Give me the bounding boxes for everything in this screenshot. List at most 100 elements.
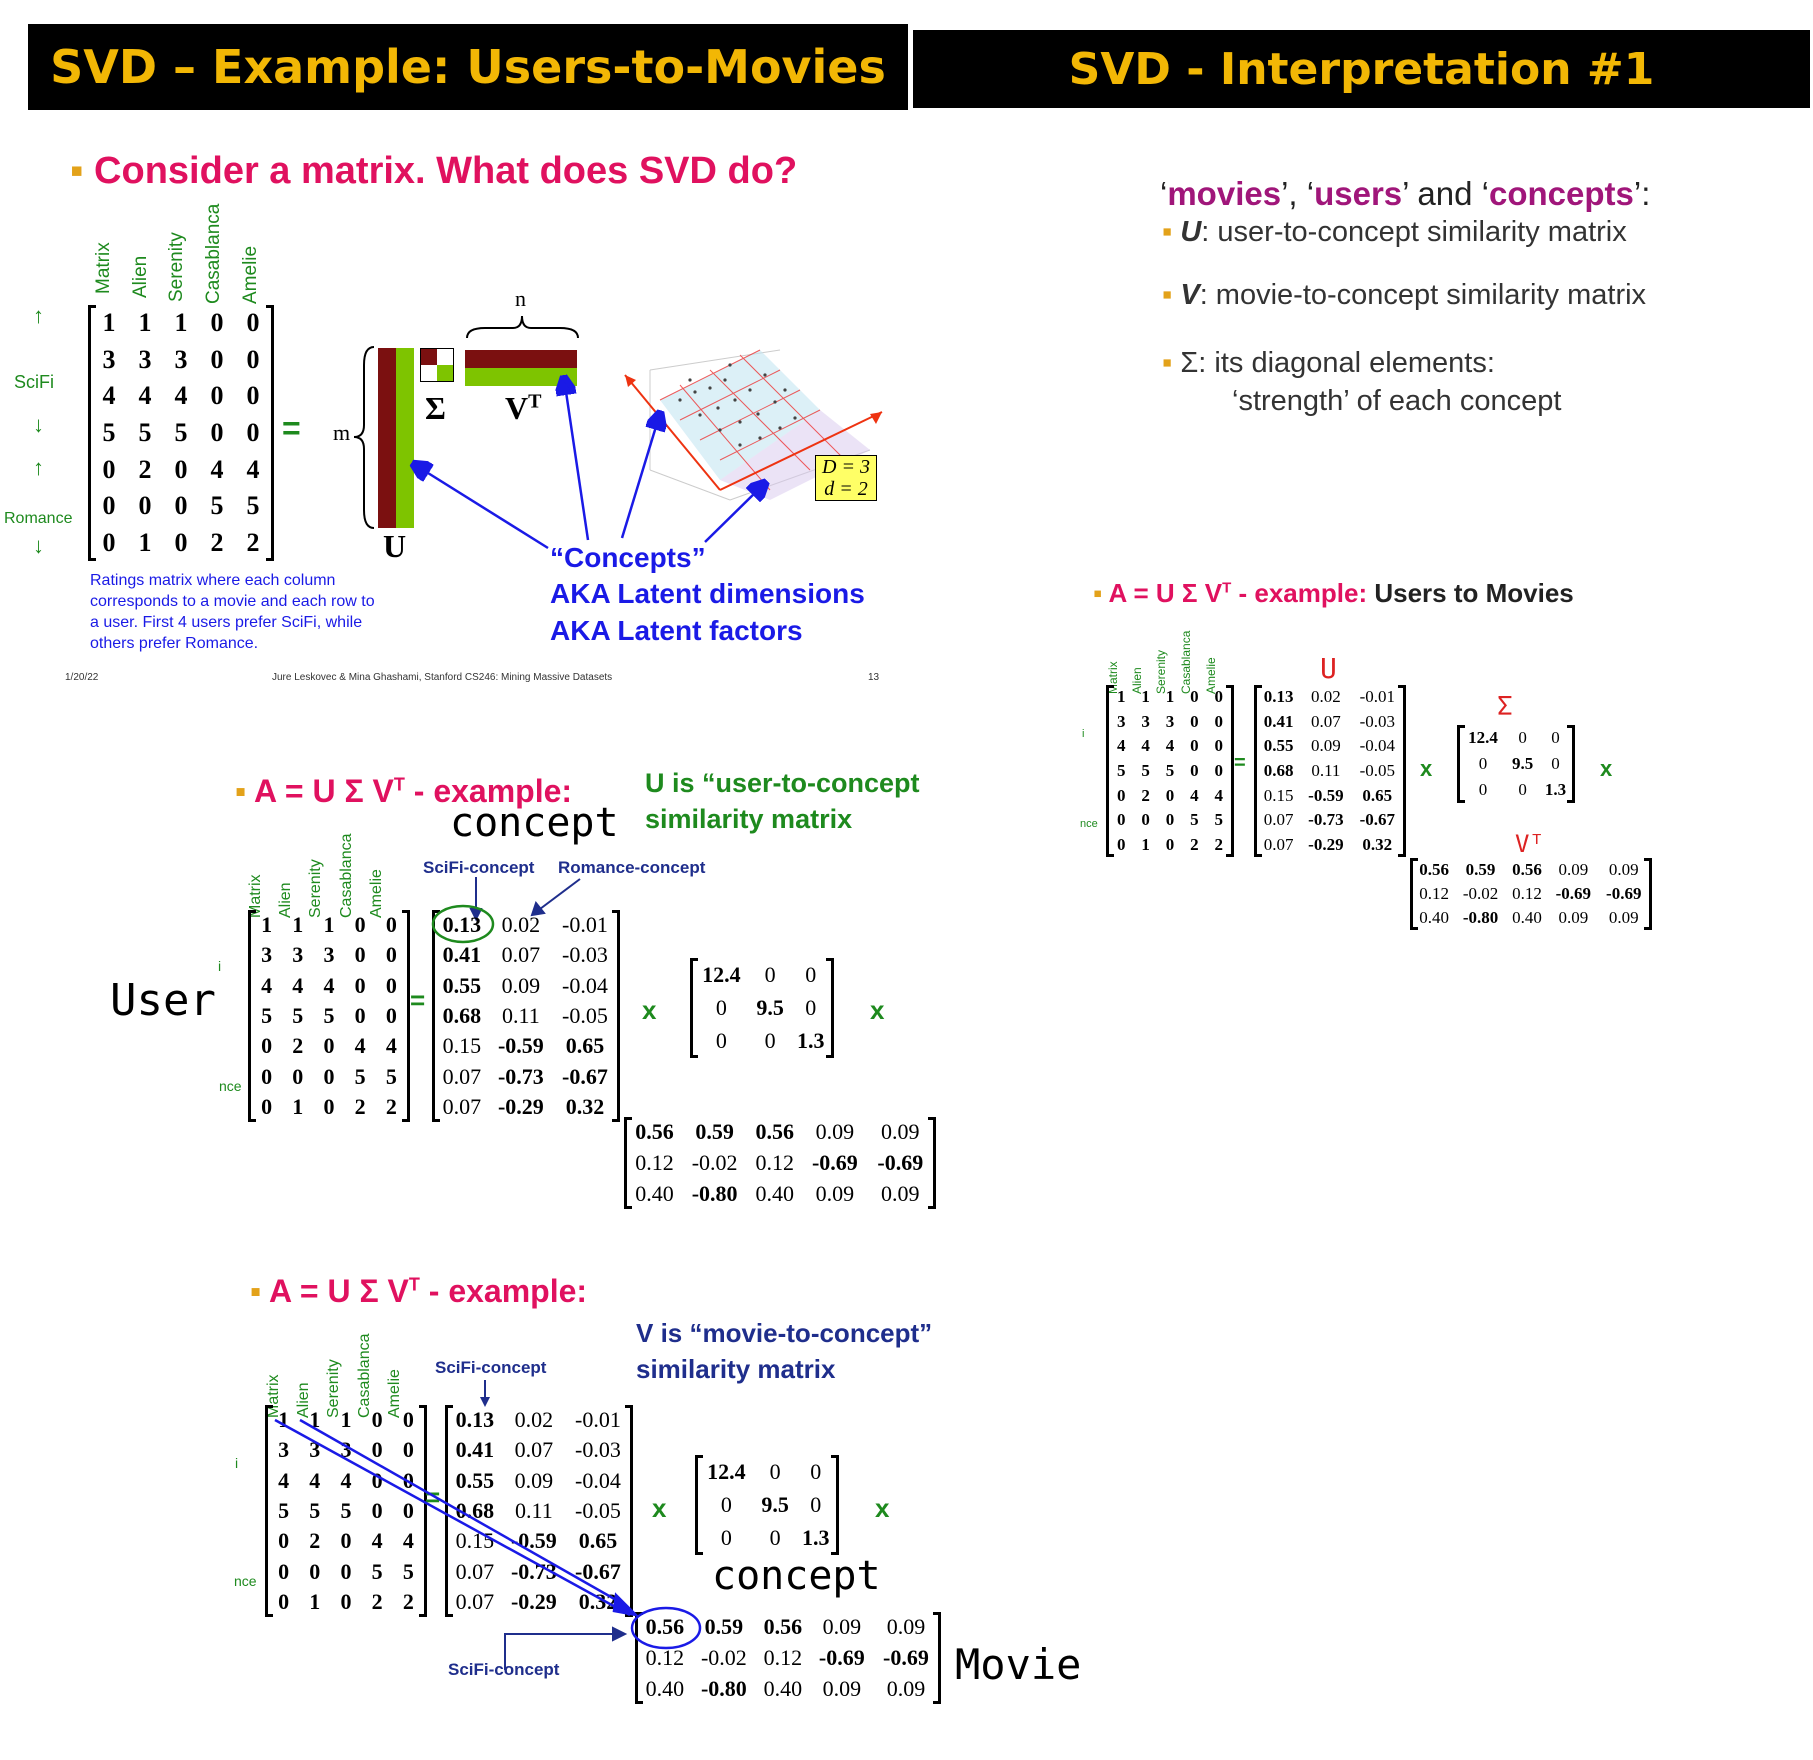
- matrix-cell: 0.09: [822, 1614, 862, 1640]
- matrix-cell: 0.09: [1311, 736, 1341, 756]
- matrix-cell: 0.32: [1362, 834, 1393, 854]
- matrix-cell: 4: [1141, 736, 1150, 756]
- matrix-cell: 0.09: [1558, 860, 1589, 879]
- matrix-cell: 0: [1551, 728, 1560, 747]
- matrix-cell: 0.59: [695, 1119, 734, 1145]
- matrix-cell: 1: [278, 1407, 290, 1433]
- u-meaning: ▪ U: user-to-concept similarity matrix: [1162, 216, 1627, 248]
- matrix-cell: 0: [323, 1093, 335, 1119]
- movie-header: Alien: [130, 255, 151, 298]
- matrix-cell: 0: [102, 454, 116, 484]
- matrix-cell: 0.59: [1465, 860, 1496, 879]
- matrix-cell: 0.09: [881, 1119, 920, 1145]
- matrix-cell: 4: [402, 1528, 414, 1554]
- matrix-cell: -0.02: [691, 1149, 738, 1175]
- matrix-cell: -0.67: [562, 1063, 608, 1089]
- matrix-cell: 3: [1165, 711, 1175, 731]
- matrix-cell: 0.56: [645, 1614, 685, 1640]
- matrix-cell: 0.07: [442, 1063, 482, 1089]
- matrix-cell: 0.59: [704, 1614, 744, 1640]
- matrix-cell: 1: [1116, 687, 1126, 707]
- matrix-cell: 2: [138, 454, 152, 484]
- matrix-cell: 0.09: [886, 1675, 926, 1701]
- matrix-cell: 0.40: [755, 1180, 795, 1206]
- matrix-cell: 0: [309, 1558, 321, 1584]
- matrix-cell: 0: [371, 1437, 383, 1463]
- matrix-cell: 0.12: [635, 1149, 674, 1175]
- arrow-down-icon: ↓: [33, 412, 44, 437]
- matrix-cell: 0.32: [578, 1588, 618, 1614]
- hand-vt-label: Vᵀ: [1515, 830, 1544, 858]
- matrix-cell: 0: [810, 1491, 822, 1517]
- matrix-cell: 0.07: [455, 1588, 495, 1614]
- label-sigma: Σ: [425, 390, 446, 426]
- matrix-cell: 0: [715, 994, 727, 1020]
- movie-header: Casablanca: [338, 833, 355, 919]
- matrix-cell: 0: [402, 1407, 414, 1433]
- matrix-cell: 0.68: [442, 1002, 482, 1028]
- matrix-cell: 2: [1141, 785, 1150, 805]
- matrix-cell: 0: [1116, 785, 1126, 805]
- sigma-meaning: ▪ Σ: its diagonal elements: ‘strength’ o…: [1162, 347, 1562, 417]
- matrix-cell: 5: [278, 1497, 290, 1523]
- matrix-cell: 0.40: [1512, 908, 1542, 927]
- matrix-cell: 5: [1116, 760, 1126, 780]
- matrix-cell: 0.11: [502, 1002, 540, 1028]
- matrix-cell: 4: [174, 381, 188, 411]
- matrix-cell: 0: [340, 1588, 352, 1614]
- matrix-cell: 0: [769, 1525, 781, 1551]
- matrix-cell: 0: [174, 454, 188, 484]
- matrix-cell: 3: [138, 344, 152, 374]
- matrix-cell: -0.69: [818, 1644, 865, 1670]
- small-example-title: ▪ A = U Σ VT - example: Users to Movies: [1093, 578, 1574, 608]
- matrix-cell: 2: [1190, 834, 1199, 854]
- matrix-cell: -0.01: [562, 912, 608, 938]
- matrix-cell: 0: [720, 1491, 732, 1517]
- matrix-cell: 0: [323, 1033, 335, 1059]
- footer-credit: Jure Leskovec & Mina Ghashami, Stanford …: [272, 672, 613, 683]
- matrix-cell: 0.09: [886, 1614, 926, 1640]
- question-text: Consider a matrix. What does SVD do?: [94, 150, 798, 192]
- matrix-cell: 0: [138, 491, 152, 521]
- matrix-cell: 3: [323, 942, 335, 968]
- matrix-cell: 4: [1190, 785, 1199, 805]
- movie-header: Matrix: [93, 242, 114, 294]
- matrix-cell: 0: [1214, 711, 1224, 731]
- matrix-cell: 0.13: [455, 1407, 495, 1433]
- matrix-cell: 0: [292, 1063, 304, 1089]
- matrix-cell: 0: [246, 417, 260, 447]
- matrix-cell: 0.56: [1419, 860, 1450, 879]
- footer-page: 13: [868, 672, 880, 683]
- aka-latent-factors: AKA Latent factors: [550, 615, 803, 646]
- matrix-cell: 0.40: [645, 1675, 685, 1701]
- scifi-concept-highlight: [431, 904, 495, 944]
- matrix-cell: 0: [278, 1558, 290, 1584]
- times-sign: x: [1600, 756, 1613, 781]
- movie-concept-arrows: [274, 1418, 640, 1617]
- matrix-cell: 12.4: [707, 1458, 746, 1484]
- arrow-down-icon: ↓: [33, 533, 44, 558]
- scifi-concept-label: SciFi-concept: [423, 858, 535, 877]
- matrix-cell: 4: [278, 1467, 290, 1493]
- scifi-group-label: ↑: [25, 305, 44, 327]
- matrix-cell: 0: [174, 527, 188, 557]
- footer-date: 1/20/22: [65, 672, 99, 683]
- matrix-cell: 5: [261, 1002, 273, 1028]
- matrix-cell: 0.07: [1263, 834, 1294, 854]
- matrix-cell: 0.15: [1263, 785, 1294, 805]
